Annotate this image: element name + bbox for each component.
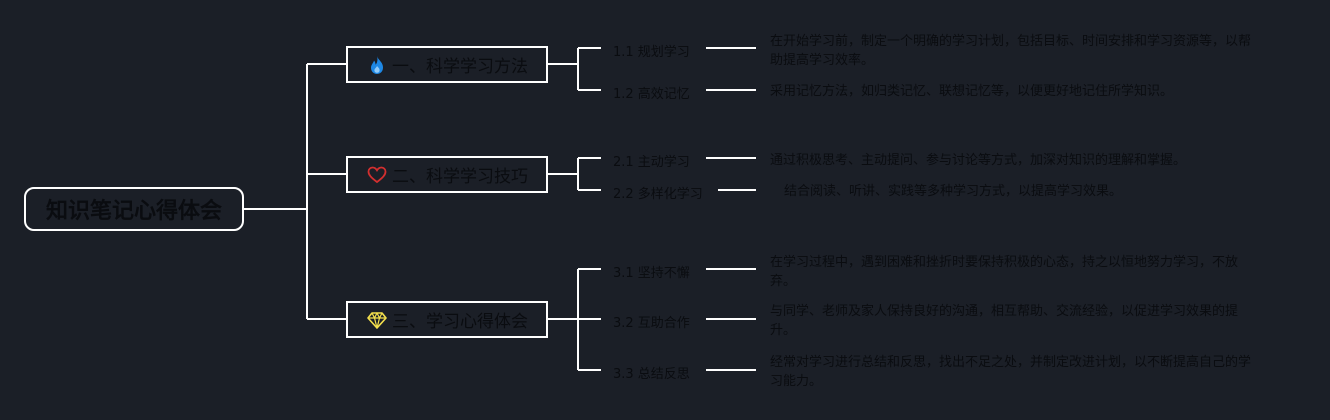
- section-title-2: 二、科学学习技巧: [392, 167, 528, 187]
- leaf-node-2-1[interactable]: 2.1 主动学习: [613, 155, 690, 170]
- leaf-node-2-2[interactable]: 2.2 多样化学习: [613, 187, 703, 202]
- root-node[interactable]: 知识笔记心得体会: [24, 187, 244, 231]
- leaf-node-3-3[interactable]: 3.3 总结反思: [613, 367, 690, 382]
- leaf-node-1-2[interactable]: 1.2 高效记忆: [613, 87, 690, 102]
- leaf-node-1-1[interactable]: 1.1 规划学习: [613, 45, 690, 60]
- root-title: 知识笔记心得体会: [45, 199, 222, 224]
- section-title-1: 一、科学学习方法: [392, 57, 528, 77]
- section-node-3[interactable]: 三、学习心得体会: [346, 301, 548, 338]
- section-title-3: 三、学习心得体会: [392, 312, 528, 332]
- section-node-1[interactable]: 一、科学学习方法: [346, 46, 548, 83]
- leaf-desc-2-1: 通过积极思考、主动提问、参与讨论等方式，加深对知识的理解和掌握。: [770, 153, 1187, 168]
- leaf-node-3-2[interactable]: 3.2 互助合作: [613, 316, 690, 331]
- leaf-desc-1-1: 在开始学习前，制定一个明确的学习计划，包括目标、时间安排和学习资源等，以帮助提高…: [770, 34, 1252, 68]
- leaf-desc-3-3: 经常对学习进行总结和反思，找出不足之处，并制定改进计划，以不断提高自己的学习能力…: [770, 355, 1252, 389]
- diamond-icon: [366, 309, 388, 331]
- leaf-desc-1-2: 采用记忆方法，如归类记忆、联想记忆等，以便更好地记住所学知识。: [770, 84, 1174, 99]
- leaf-desc-2-2: 结合阅读、听讲、实践等多种学习方式，以提高学习效果。: [784, 184, 1123, 199]
- fire-icon: [366, 54, 388, 76]
- leaf-desc-3-2: 与同学、老师及家人保持良好的沟通，相互帮助、交流经验，以促进学习效果的提升。: [770, 304, 1239, 338]
- heart-icon: [366, 164, 388, 186]
- section-node-2[interactable]: 二、科学学习技巧: [346, 156, 548, 193]
- leaf-node-3-1[interactable]: 3.1 坚持不懈: [613, 266, 690, 281]
- leaf-desc-3-1: 在学习过程中，遇到困难和挫折时要保持积极的心态，持之以恒地努力学习，不放弃。: [770, 255, 1239, 289]
